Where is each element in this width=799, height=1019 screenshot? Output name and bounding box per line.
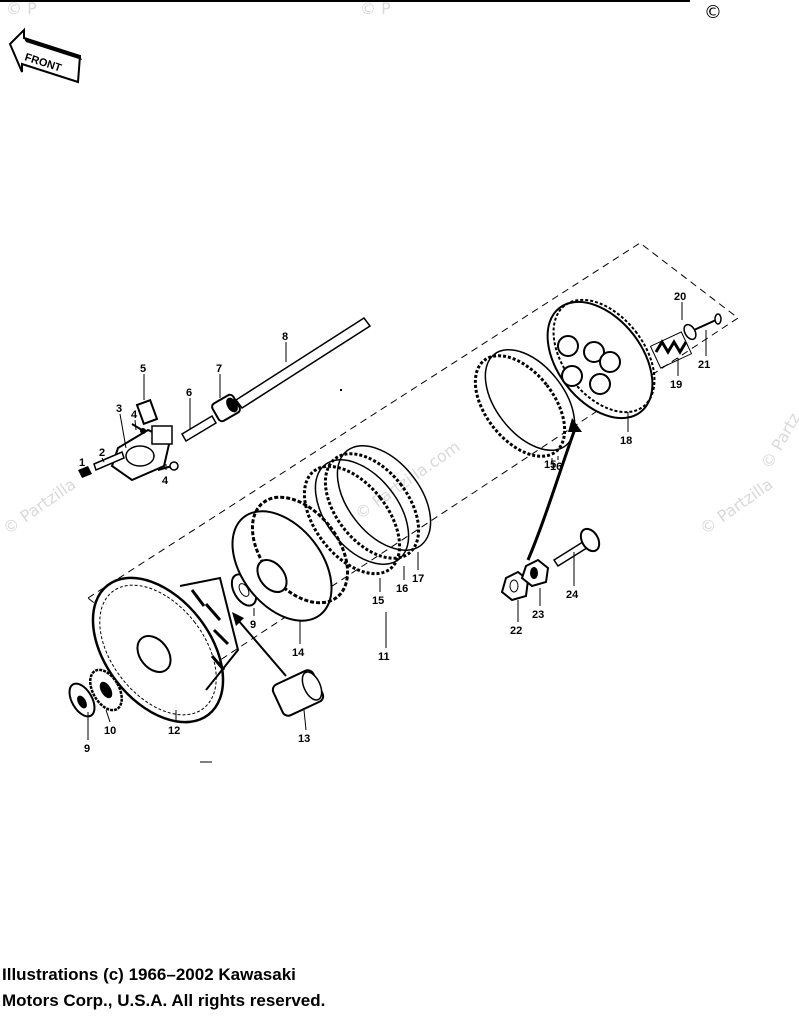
callout-14: 14 [292, 647, 305, 659]
hub-nut [520, 558, 550, 588]
callout-15-lower: 15 [372, 595, 384, 607]
callout-21: 21 [698, 359, 710, 371]
watermark-top-center: © P [360, 0, 391, 18]
copyright-line-2: Motors Corp., U.S.A. All rights reserved… [2, 991, 326, 1010]
callout-11: 11 [378, 651, 390, 663]
watermark-right-edge: © Partz [757, 410, 799, 472]
callout-17: 17 [412, 573, 424, 585]
front-arrow-badge: FRONT [8, 27, 82, 84]
lock-washer [500, 570, 530, 602]
leader-lines [83, 302, 707, 740]
clutch-spring [649, 331, 693, 369]
friction-plate-stack-lower [302, 445, 432, 576]
callout-3: 3 [116, 403, 122, 415]
callout-13: 13 [298, 733, 310, 745]
release-rod [180, 414, 218, 443]
watermark-top-right: © [704, 2, 722, 23]
callout-20: 20 [674, 291, 686, 303]
push-pin [552, 527, 601, 568]
callout-7: 7 [216, 363, 222, 375]
lever-screw-bottom [157, 461, 179, 471]
primary-gear [89, 668, 123, 712]
adjusting-screw [93, 450, 125, 472]
callout-18: 18 [620, 435, 632, 447]
callout-10: 10 [104, 725, 116, 737]
clutch-housing [91, 576, 240, 724]
watermark-mid-right: © Partzilla [696, 474, 776, 538]
callout-8: 8 [282, 331, 288, 343]
callout-15-upper: 15 [544, 459, 556, 471]
watermark-top-left: © P [6, 0, 37, 18]
callout-24: 24 [566, 589, 579, 601]
callout-2: 2 [99, 447, 105, 459]
callout-12: 12 [168, 725, 180, 737]
callout-16-lower: 16 [396, 583, 408, 595]
callout-22: 22 [510, 625, 522, 637]
callout-6: 6 [186, 387, 192, 399]
clutch-hub [231, 495, 350, 622]
thrust-washer-lower [68, 682, 96, 718]
callout-9-lower: 9 [84, 743, 90, 755]
friction-plate-stack-upper [473, 348, 576, 458]
watermark-mid-left: © Partzilla [0, 474, 79, 538]
callout-16-upper: 16 [550, 461, 562, 473]
callout-9-upper: 9 [250, 619, 256, 631]
assembly-arrow-upper [526, 418, 582, 561]
callout-5: 5 [140, 363, 146, 375]
pressure-plate [546, 298, 656, 420]
callout-1: 1 [79, 457, 85, 469]
sleeve-collar [271, 669, 325, 717]
callout-4-bottom: 4 [162, 475, 169, 487]
callout-4-top: 4 [131, 409, 138, 421]
release-lever-assembly [110, 398, 173, 482]
needle-bearing [211, 393, 241, 423]
callout-23: 23 [532, 609, 544, 621]
assembly-arrow-lower [232, 612, 287, 677]
push-rod [234, 316, 372, 410]
callout-19: 19 [670, 379, 682, 391]
copyright-line-1: Illustrations (c) 1966–2002 Kawasaki [2, 965, 296, 984]
lock-nut [78, 466, 92, 478]
spring-bolt [693, 313, 722, 331]
lever-screw-top [131, 423, 146, 434]
